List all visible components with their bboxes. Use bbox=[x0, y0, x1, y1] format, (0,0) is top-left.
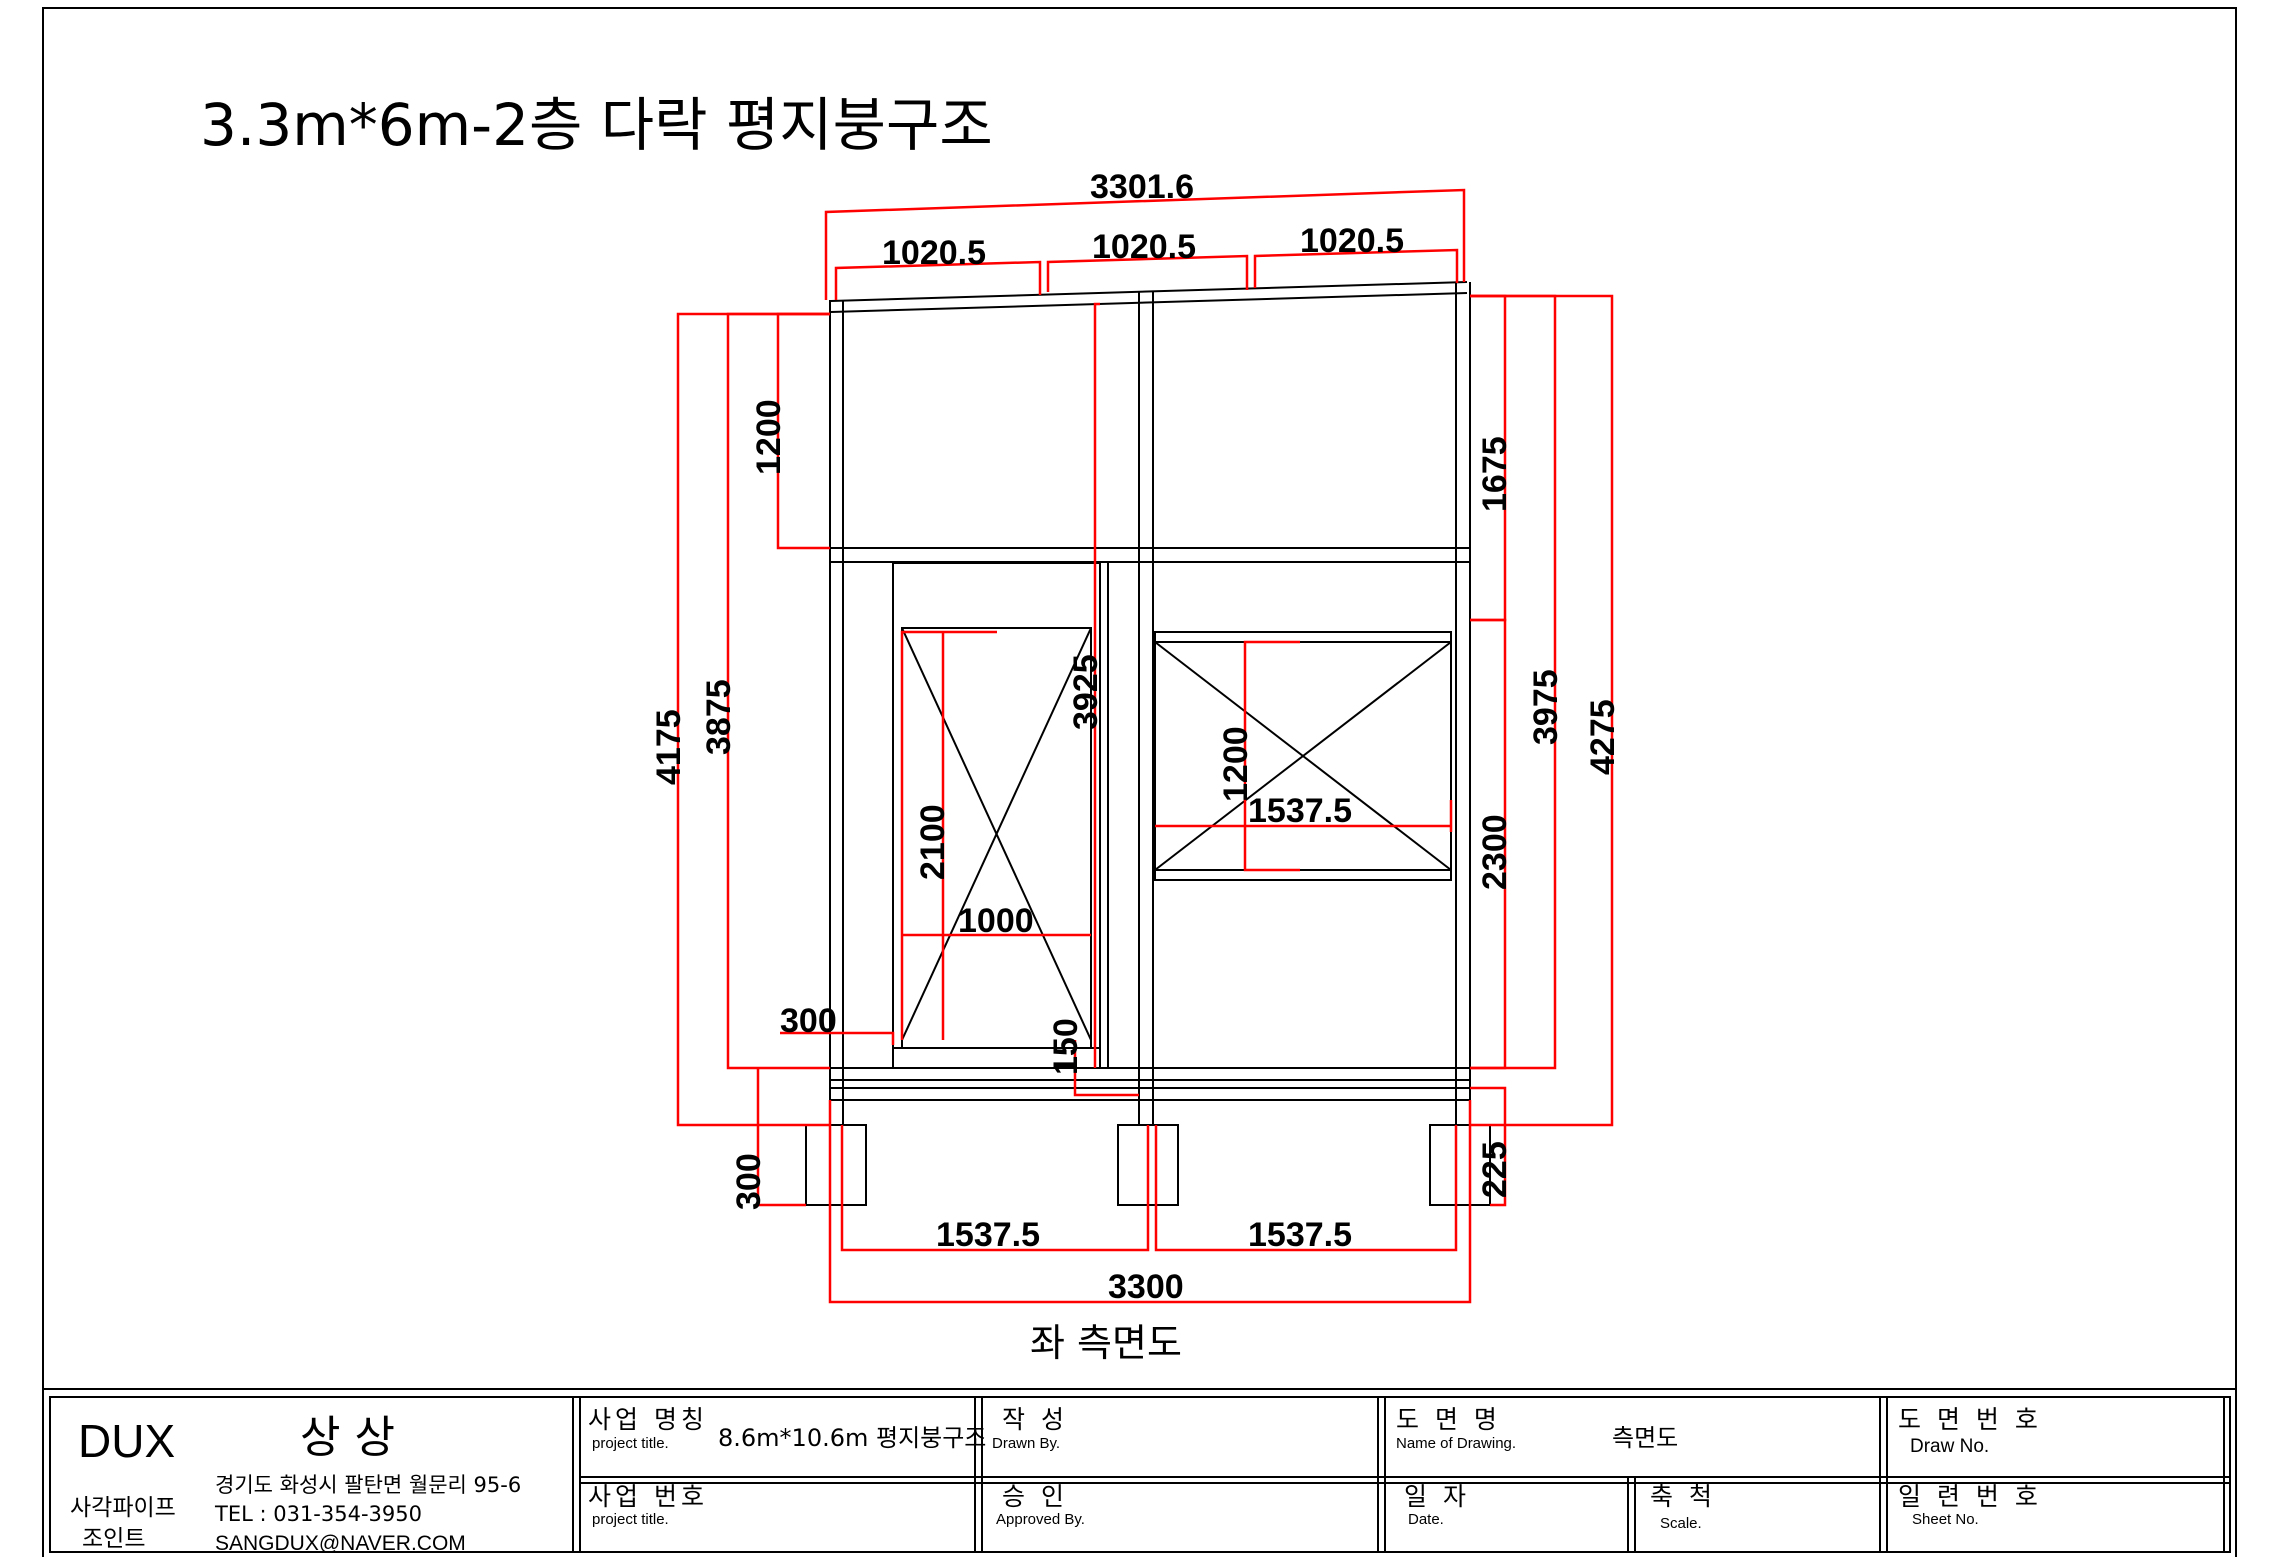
product-line-1: 사각파이프 bbox=[70, 1495, 176, 1521]
draw-no-label: 도 면 번 호 bbox=[1898, 1405, 2042, 1434]
date-label: 일 자 bbox=[1404, 1482, 1470, 1511]
sheet-border bbox=[42, 7, 2237, 1557]
dim-door-height: 2100 bbox=[914, 804, 952, 880]
drawing-caption: 좌 측면도 bbox=[1030, 1321, 1182, 1365]
window-diagonal-b bbox=[1154, 641, 1452, 871]
date-sub: Date. bbox=[1408, 1511, 1444, 1528]
roof-beam bbox=[830, 281, 1468, 302]
sheet-no-label: 일 련 번 호 bbox=[1898, 1482, 2042, 1511]
structure-frame bbox=[805, 281, 1491, 1206]
product-line-2: 조인트 bbox=[82, 1526, 145, 1552]
dim-left-outer: 4175 bbox=[650, 709, 688, 785]
footing-left bbox=[805, 1124, 867, 1206]
drawn-label: 작 성 bbox=[1002, 1405, 1068, 1434]
drawing-name-sub: Name of Drawing. bbox=[1396, 1435, 1516, 1452]
dim-door-sill: 300 bbox=[780, 1002, 837, 1040]
dimension-labels: 3301.6 1020.5 1020.5 1020.5 4175 3875 12… bbox=[650, 168, 1622, 1306]
dim-left-footing: 300 bbox=[730, 1153, 768, 1210]
dim-top-total-line bbox=[824, 188, 1466, 300]
dim-bottom-total-line bbox=[828, 1100, 1472, 1304]
dim-window-width: 1537.5 bbox=[1248, 792, 1352, 830]
drawing-name-value: 측면도 bbox=[1612, 1424, 1678, 1452]
drawing-title: 3.3m*6m-2층 다락 평지붕구조 bbox=[200, 91, 993, 159]
drawn-sub: Drawn By. bbox=[992, 1435, 1060, 1452]
approved-label: 승 인 bbox=[1002, 1482, 1068, 1511]
drawing-name-label: 도 면 명 bbox=[1396, 1405, 1501, 1434]
dim-top-seg1: 1020.5 bbox=[882, 234, 986, 272]
dim-top-seg3: 1020.5 bbox=[1300, 222, 1404, 260]
draw-no-sub: Draw No. bbox=[1910, 1436, 1989, 1457]
project-name-value: 8.6m*10.6m 평지붕구조 bbox=[718, 1424, 986, 1452]
dim-top-total: 3301.6 bbox=[1090, 168, 1194, 206]
project-name-sub: project title. bbox=[592, 1435, 669, 1452]
company-email: SANGDUX@NAVER.COM bbox=[215, 1532, 466, 1555]
dim-right-outer: 4275 bbox=[1584, 699, 1622, 775]
dim-right-inner: 3975 bbox=[1527, 669, 1565, 745]
project-no-label: 사업 번호 bbox=[588, 1482, 708, 1511]
dim-right-upper: 1675 bbox=[1476, 436, 1514, 512]
dim-mid-height: 3925 bbox=[1067, 654, 1105, 730]
approved-sub: Approved By. bbox=[996, 1511, 1085, 1528]
sheet-no-sub: Sheet No. bbox=[1912, 1511, 1979, 1528]
dimension-lines bbox=[676, 188, 1614, 1304]
dim-bottom-total: 3300 bbox=[1108, 1268, 1184, 1306]
dim-right-footing: 225 bbox=[1476, 1141, 1514, 1198]
project-name-label: 사업 명칭 bbox=[588, 1405, 708, 1434]
dim-top-seg2: 1020.5 bbox=[1092, 228, 1196, 266]
company-tel: TEL : 031-354-3950 bbox=[214, 1502, 422, 1526]
dim-left-inner: 3875 bbox=[700, 679, 738, 755]
dim-right-lower: 2300 bbox=[1476, 814, 1514, 890]
door-diagonal-b bbox=[901, 627, 1092, 1041]
scale-label: 축 척 bbox=[1650, 1482, 1716, 1511]
dim-bottom-seg1: 1537.5 bbox=[936, 1216, 1040, 1254]
dim-mid-small: 150 bbox=[1047, 1018, 1085, 1075]
company-logo: DUX bbox=[78, 1415, 175, 1467]
dim-bottom-seg2: 1537.5 bbox=[1248, 1216, 1352, 1254]
dim-door-width: 1000 bbox=[958, 902, 1034, 940]
window-frame bbox=[1154, 631, 1452, 881]
title-block: DUX 상 상 사각파이프 조인트 경기도 화성시 팔탄면 월문리 95-6 T… bbox=[43, 1388, 2236, 1555]
company-address: 경기도 화성시 팔탄면 월문리 95-6 bbox=[215, 1473, 521, 1497]
footing-right bbox=[1429, 1124, 1491, 1206]
scale-sub: Scale. bbox=[1660, 1515, 1702, 1532]
company-name-kr: 상 상 bbox=[300, 1412, 395, 1463]
project-no-sub: project title. bbox=[592, 1511, 669, 1528]
dim-window-height: 1200 bbox=[1217, 726, 1255, 802]
dim-left-upper: 1200 bbox=[750, 399, 788, 475]
